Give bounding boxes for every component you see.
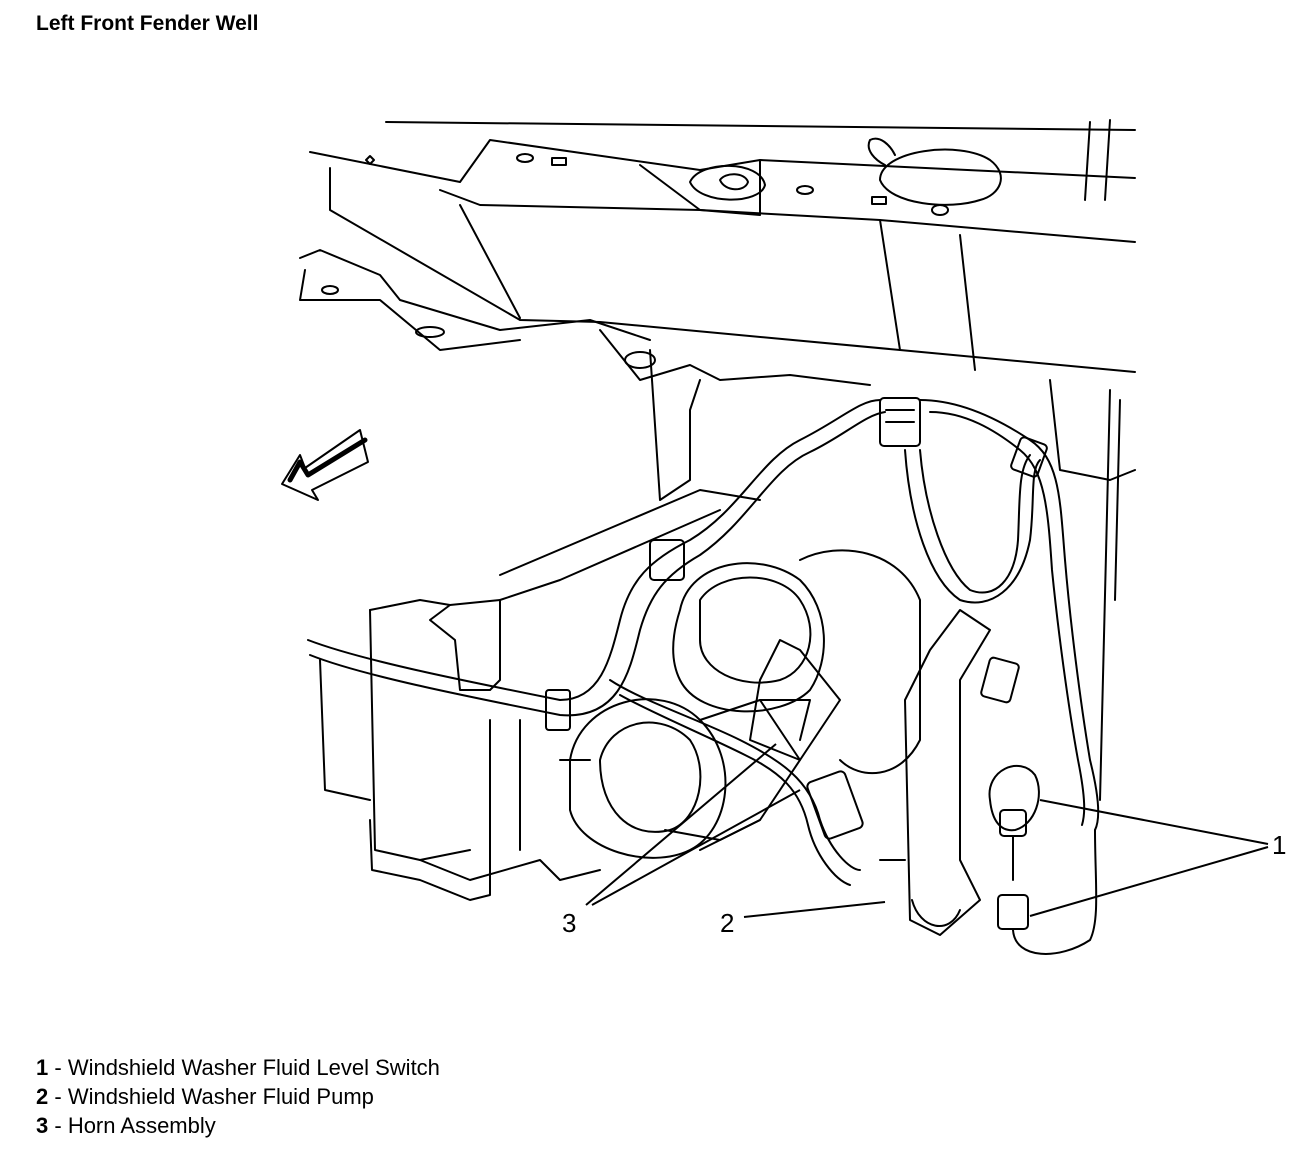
leader-3a: [585, 743, 777, 906]
wiring-harness: [307, 399, 1100, 886]
diagram-title: Left Front Fender Well: [36, 12, 259, 35]
leader-1b: [1029, 846, 1269, 917]
upper-radiator-support: [309, 121, 1136, 373]
legend-separator: -: [48, 1113, 68, 1138]
horn-upper: [672, 549, 921, 774]
parts-legend: 1 - Windshield Washer Fluid Level Switch…: [36, 1053, 440, 1140]
right-frame-rail: [1049, 119, 1136, 801]
callout-3: 3: [562, 908, 576, 938]
legend-separator: -: [48, 1055, 68, 1080]
front-direction-arrow: [281, 429, 369, 501]
legend-item-3: 3 - Horn Assembly: [36, 1111, 440, 1140]
callout-2: 2: [720, 908, 734, 938]
leader-3b: [591, 789, 801, 906]
legend-label: Horn Assembly: [67, 1113, 216, 1138]
legend-label: Windshield Washer Fluid Level Switch: [67, 1055, 440, 1080]
callout-1: 1: [1272, 830, 1286, 860]
legend-number: 3: [36, 1113, 49, 1138]
legend-separator: -: [48, 1084, 68, 1109]
leader-1a: [1039, 799, 1269, 845]
fluid-level-switch: [988, 764, 1098, 955]
legend-number: 1: [36, 1055, 49, 1080]
legend-label: Windshield Washer Fluid Pump: [67, 1084, 374, 1109]
leader-2: [743, 901, 886, 918]
legend-number: 2: [36, 1084, 49, 1109]
leader-lines: [585, 743, 1269, 918]
harness-connectors: [545, 397, 1048, 840]
legend-item-1: 1 - Windshield Washer Fluid Level Switch: [36, 1053, 440, 1082]
reservoir-cap: [867, 137, 1002, 206]
legend-item-2: 2 - Windshield Washer Fluid Pump: [36, 1082, 440, 1111]
frame-bracket: [299, 249, 871, 501]
washer-pump-bracket: [879, 609, 991, 936]
horn-lower: [569, 698, 801, 859]
